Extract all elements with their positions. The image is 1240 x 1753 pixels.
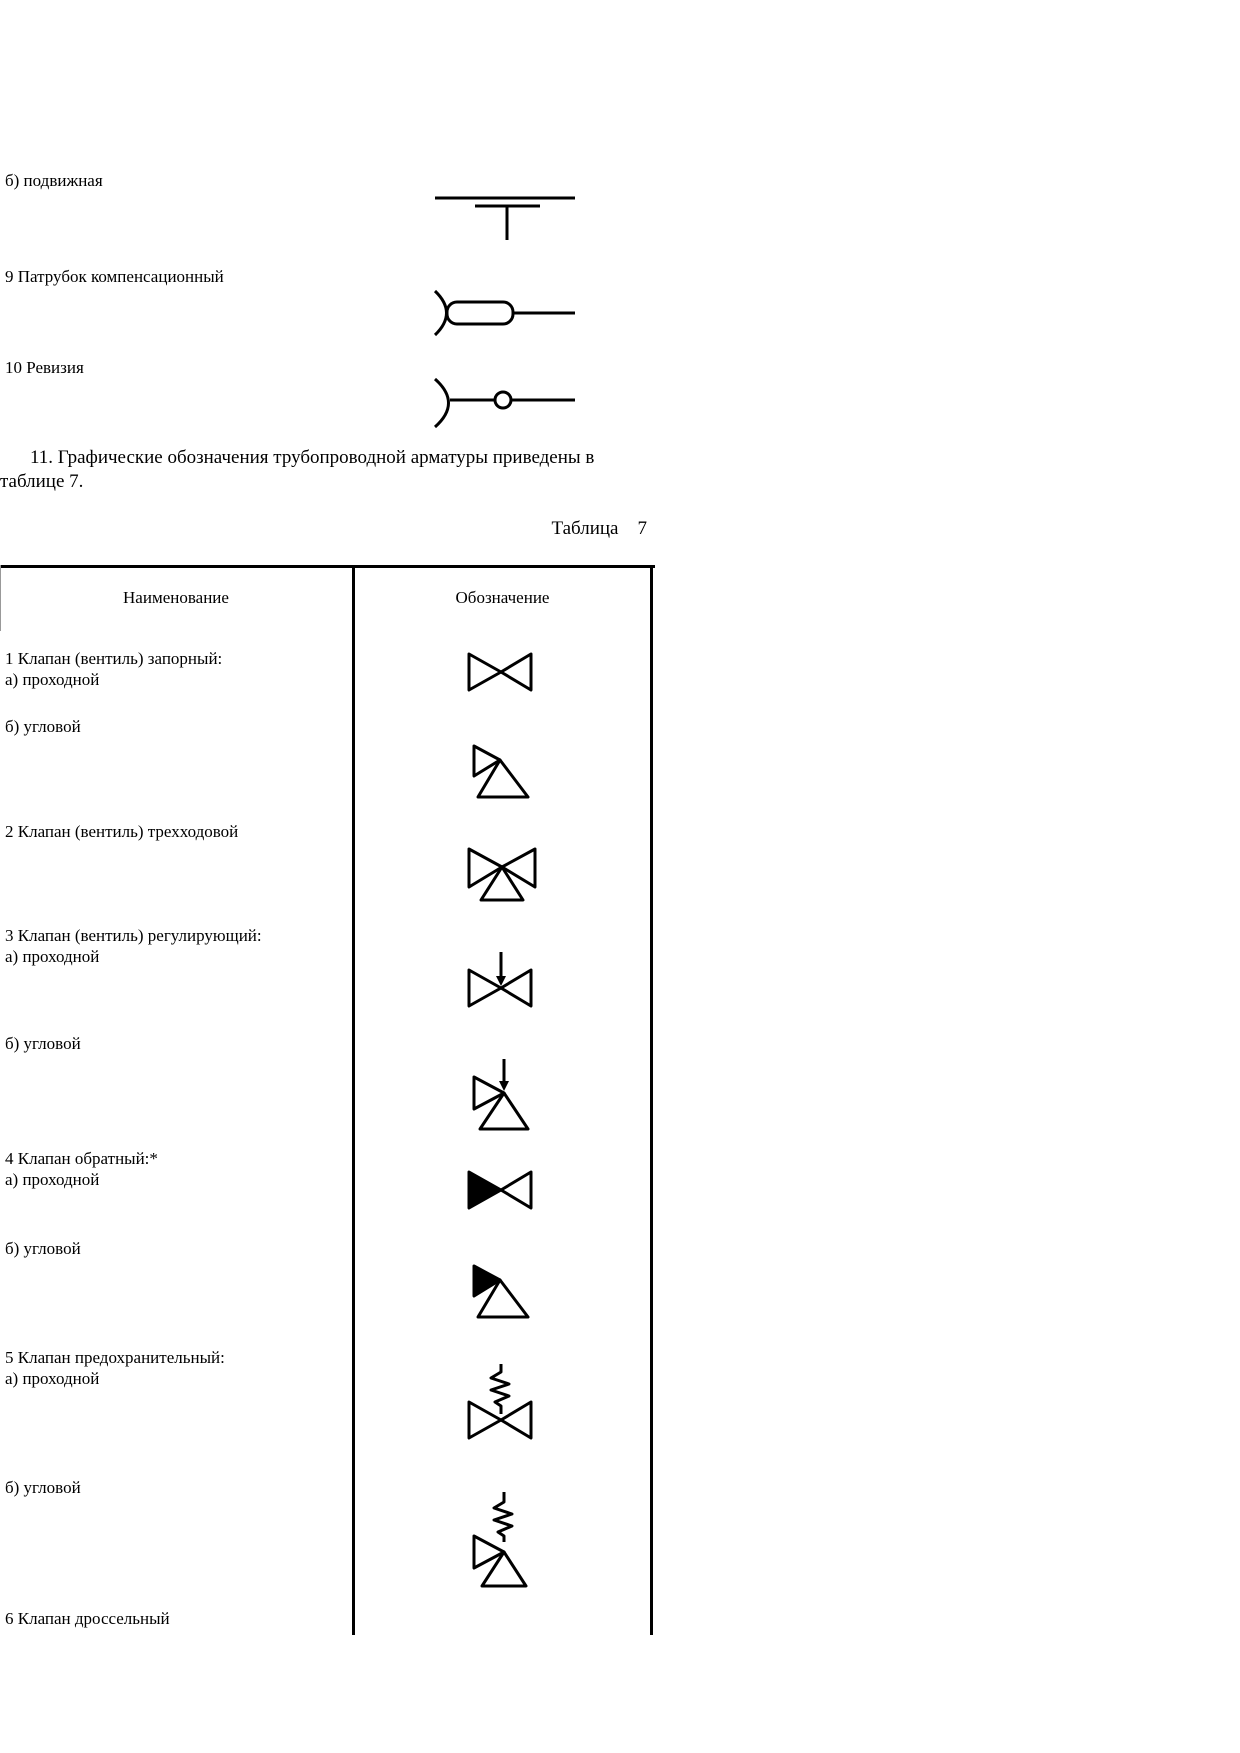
row-safety-valve-sub: а) проходной — [5, 1369, 100, 1388]
row-shutoff-valve-angle-label: б) угловой — [5, 717, 81, 736]
check-valve-angle-icon — [472, 1264, 530, 1319]
item-sliding-support-label: б) подвижная — [5, 171, 103, 190]
row-shutoff-valve-label: 1 Клапан (вентиль) запорный: — [5, 649, 223, 668]
table-left-border — [0, 565, 1, 631]
row-safety-valve-angle-label: б) угловой — [5, 1478, 81, 1497]
row-check-valve-label: 4 Клапан обратный:* — [5, 1149, 158, 1168]
shutoff-valve-straight-icon — [467, 652, 533, 692]
row-control-valve-label: 3 Клапан (вентиль) регулирующий: — [5, 926, 262, 945]
row-shutoff-valve-sub: а) проходной — [5, 670, 100, 689]
header-symbol: Обозначение — [455, 588, 550, 607]
row-control-valve-sub: а) проходной — [5, 947, 100, 966]
valve-symbols-table: Наименование Обозначение 1 Клапан (венти… — [0, 565, 655, 1635]
safety-valve-straight-icon — [467, 1364, 533, 1440]
shutoff-valve-angle-icon — [472, 744, 530, 799]
safety-valve-angle-icon — [472, 1492, 528, 1588]
table-right-border — [650, 565, 653, 1635]
row-throttle-valve-label: 6 Клапан дроссельный — [5, 1609, 170, 1628]
row-control-valve-angle-label: б) угловой — [5, 1034, 81, 1053]
check-valve-straight-icon — [467, 1170, 533, 1210]
header-name: Наименование — [123, 588, 229, 607]
row-safety-valve-label: 5 Клапан предохранительный: — [5, 1348, 225, 1367]
item-revision-label: 10 Ревизия — [5, 358, 84, 377]
compensation-pipe-icon — [433, 289, 575, 337]
table-top-border — [0, 565, 655, 568]
paragraph-line-1: 11. Графические обозначения трубопроводн… — [30, 447, 595, 468]
three-way-valve-icon — [467, 847, 537, 902]
table-caption: Таблица 7 — [551, 518, 647, 539]
paragraph-line-2: таблице 7. — [0, 471, 84, 492]
row-check-valve-angle-label: б) угловой — [5, 1239, 81, 1258]
revision-icon — [433, 377, 575, 429]
row-three-way-valve-label: 2 Клапан (вентиль) трехходовой — [5, 822, 239, 841]
sliding-support-icon — [435, 196, 575, 240]
control-valve-angle-icon — [472, 1059, 530, 1131]
row-check-valve-sub: а) проходной — [5, 1170, 100, 1189]
item-compensation-pipe-label: 9 Патрубок компенсационный — [5, 267, 224, 286]
control-valve-straight-icon — [467, 952, 533, 1008]
table-column-divider — [352, 565, 355, 1635]
